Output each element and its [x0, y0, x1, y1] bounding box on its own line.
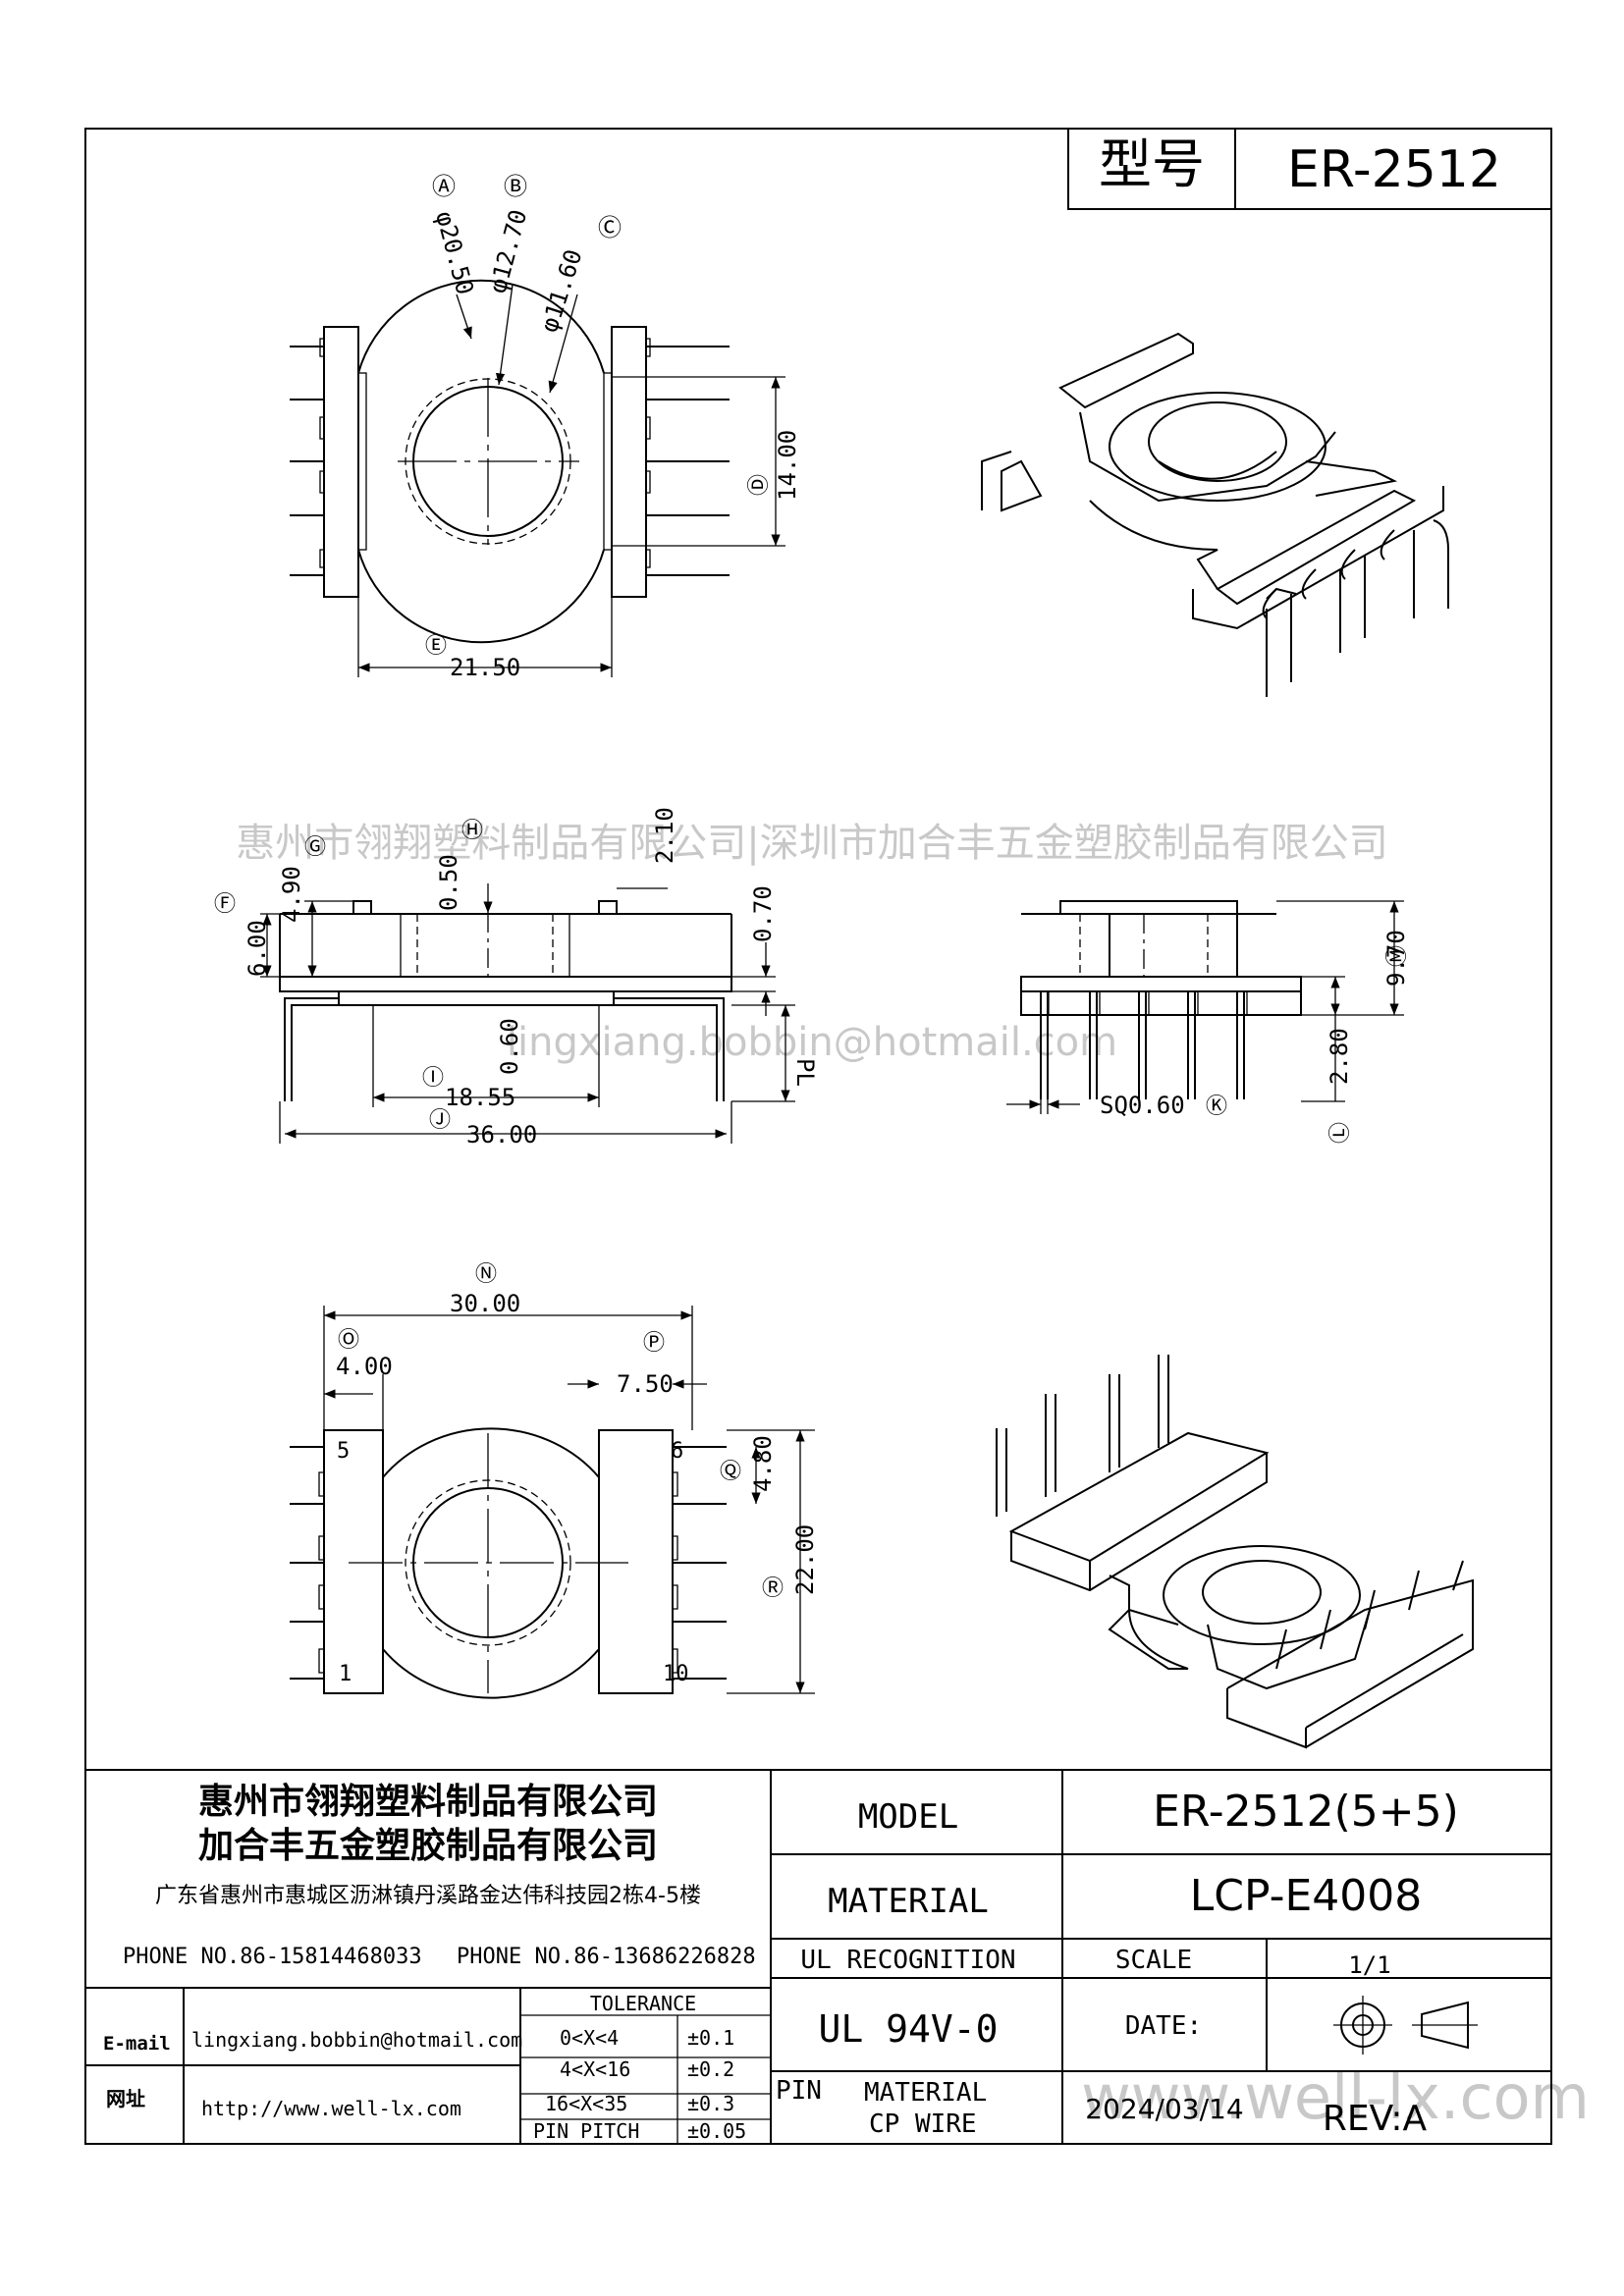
bottom-circle-P: Ⓟ [643, 1331, 665, 1356]
bottom-circle-Q: Ⓠ [720, 1460, 741, 1484]
front-circle-M: Ⓜ [1385, 945, 1410, 967]
pin-material: MATERIAL [864, 2078, 987, 2108]
tol-range-3: 16<X<35 [545, 2092, 627, 2115]
revision: REV:A [1323, 2099, 1428, 2139]
projection-symbol-icon [1333, 1996, 1478, 2055]
web-label: 网址 [106, 2087, 145, 2110]
watermark-url: www.well-lx.com [1081, 2061, 1590, 2133]
pin-wire: CP WIRE [869, 2109, 977, 2139]
pin-label: PIN [776, 2076, 822, 2106]
bottom-dim-h: 22.00 [791, 1524, 819, 1595]
side-circle-G: Ⓖ [304, 835, 326, 860]
tol-range-1: 0<X<4 [560, 2026, 619, 2050]
iso-view-bottom [996, 1355, 1474, 1749]
company-address: 广东省惠州市惠城区沥淋镇丹溪路金达伟科技园2栋4-5楼 [155, 1884, 701, 1908]
web-value: http://www.well-lx.com [201, 2097, 461, 2120]
scale-label: SCALE [1115, 1946, 1192, 1975]
top-view: Ⓐ Ⓑ Ⓒ φ20.50 φ12.70 φ11.60 14.00 Ⓓ Ⓔ 21.… [290, 173, 801, 681]
company-name-2: 加合丰五金塑胶制品有限公司 [198, 1825, 658, 1866]
top-circle-C: Ⓒ [598, 214, 622, 241]
top-dim-d3: φ11.60 [535, 246, 587, 336]
side-dim-a: 6.00 [244, 920, 271, 977]
top-dim-w: 21.50 [450, 654, 520, 681]
top-dim-d1: φ20.50 [430, 208, 478, 297]
side-circle-J: Ⓙ [429, 1108, 451, 1133]
material-value: LCP-E4008 [1190, 1871, 1422, 1921]
pin-label-5: 5 [337, 1439, 350, 1464]
pin-label-1: 1 [339, 1662, 352, 1686]
top-dim-h: 14.00 [774, 430, 801, 501]
front-dim-sq: SQ0.60 [1100, 1092, 1185, 1119]
bottom-dim-r: 7.50 [617, 1370, 674, 1398]
pin-label-10: 10 [663, 1662, 689, 1686]
front-circle-K: Ⓚ [1206, 1095, 1227, 1119]
date-value: 2024/03/14 [1085, 2093, 1243, 2125]
side-dim-g: PL [791, 1058, 819, 1087]
model-label: MODEL [858, 1797, 958, 1837]
email-label: E-mail [103, 2033, 171, 2055]
phone-2: PHONE NO.86-13686226828 [457, 1945, 756, 1969]
pin-label-6: 6 [671, 1439, 683, 1464]
top-circle-B: Ⓑ [504, 173, 527, 200]
side-dim-e: 0.70 [749, 885, 777, 942]
email-value: lingxiang.bobbin@hotmail.com [191, 2028, 522, 2052]
side-circle-H: Ⓗ [461, 819, 483, 843]
bottom-circle-R: Ⓡ [762, 1576, 784, 1601]
side-dim-c: 0.50 [435, 854, 462, 911]
side-dim-j: 36.00 [466, 1121, 537, 1148]
front-dim-pin: 2.80 [1326, 1028, 1353, 1085]
tol-range-2: 4<X<16 [560, 2057, 630, 2081]
side-dim-d: 2.10 [651, 807, 678, 864]
bottom-dim-w: 30.00 [450, 1290, 520, 1317]
side-dim-f: 0.60 [496, 1018, 523, 1075]
material-label: MATERIAL [828, 1882, 989, 1921]
bottom-dim-l: 4.00 [336, 1353, 393, 1380]
header-model-value: ER-2512 [1287, 140, 1501, 199]
side-circle-F: Ⓕ [214, 892, 236, 917]
bottom-dim-p: 4.80 [749, 1435, 777, 1492]
side-circle-I: Ⓘ [422, 1066, 444, 1091]
front-dim-h: 9.70 [1382, 930, 1410, 987]
top-circle-D: Ⓓ [747, 474, 772, 496]
title-block: 惠州市翎翔塑料制品有限公司 加合丰五金塑胶制品有限公司 广东省惠州市惠城区沥淋镇… [84, 1769, 1552, 2145]
header-model-label: 型号 [1099, 133, 1205, 195]
phone-1: PHONE NO.86-15814468033 [123, 1945, 422, 1969]
ul-value: UL 94V-0 [818, 2007, 998, 2051]
scale-value: 1/1 [1348, 1951, 1390, 1979]
tolerance-title: TOLERANCE [590, 1992, 696, 2015]
side-dim-b: 4.90 [278, 866, 305, 923]
bottom-circle-N: Ⓝ [475, 1262, 497, 1287]
watermark-email: lingxiang.bobbin@hotmail.com [507, 1020, 1117, 1065]
front-view: 9.70 Ⓜ 2.80 Ⓛ SQ0.60 Ⓚ [1006, 900, 1410, 1144]
side-dim-i: 18.55 [445, 1084, 515, 1111]
tol-value-2: ±0.2 [687, 2057, 734, 2081]
company-name-1: 惠州市翎翔塑料制品有限公司 [198, 1782, 658, 1822]
ul-label: UL RECOGNITION [800, 1946, 1015, 1975]
top-circle-E: Ⓔ [425, 634, 447, 659]
iso-view-top [981, 332, 1449, 697]
tol-range-4: PIN PITCH [533, 2119, 639, 2143]
top-circle-A: Ⓐ [432, 173, 456, 200]
tol-value-1: ±0.1 [687, 2026, 734, 2050]
bottom-view: Ⓝ 30.00 Ⓞ 4.00 Ⓟ 7.50 4.80 Ⓠ 22.00 Ⓡ 5 1… [290, 1262, 819, 1699]
bottom-circle-O: Ⓞ [338, 1328, 359, 1353]
date-label: DATE: [1125, 2011, 1202, 2041]
top-dim-d2: φ12.70 [484, 207, 532, 296]
watermark-company: 惠州市翎翔塑料制品有限公司|深圳市加合丰五金塑胶制品有限公司 [236, 821, 1387, 866]
model-value: ER-2512(5+5) [1153, 1787, 1459, 1837]
front-circle-L: Ⓛ [1328, 1122, 1353, 1144]
tol-value-4: ±0.05 [687, 2119, 746, 2143]
tol-value-3: ±0.3 [687, 2092, 734, 2115]
side-view: 6.00 Ⓕ 4.90 Ⓖ 0.50 Ⓗ 2.10 0.70 0.60 PL Ⓘ… [214, 807, 819, 1148]
header-box: 型号 ER-2512 [1067, 128, 1552, 210]
